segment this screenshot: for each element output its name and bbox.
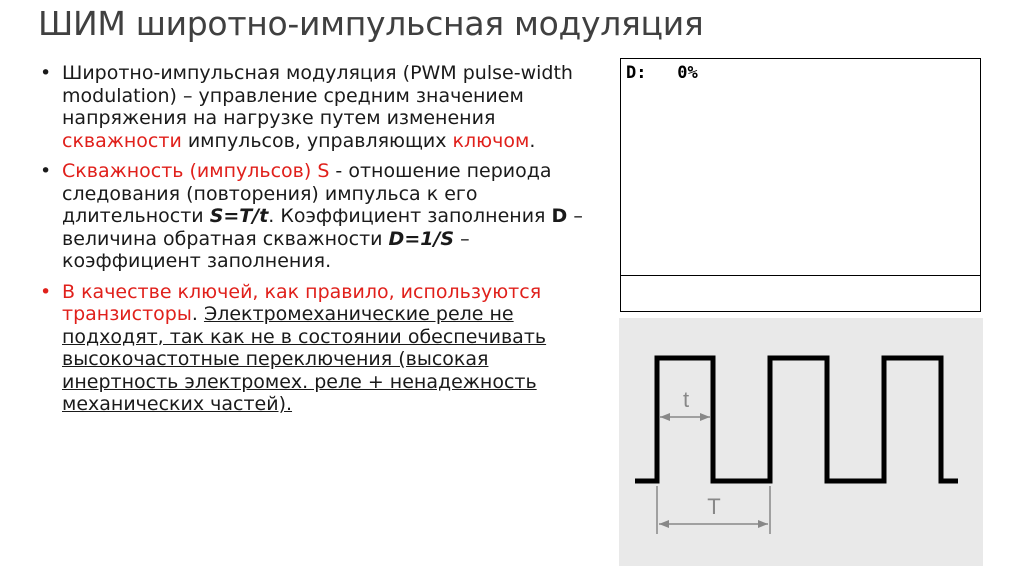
- bullet-text-segment: D=1/S: [388, 227, 455, 250]
- bullet-text-segment: - отношение периода следования (повторен…: [62, 160, 552, 227]
- bullet-item: • Скважность (импульсов) S - отношение пе…: [40, 160, 600, 273]
- period-label: T: [707, 494, 720, 519]
- oscilloscope-screen: D: 0%: [621, 59, 980, 276]
- bullet-text-segment: – величина обратная скважности: [62, 205, 583, 250]
- bullet-text-segment: S=T/t: [209, 205, 269, 227]
- bullet-item: • В качестве ключей, как правило, использ…: [40, 281, 600, 416]
- bullet-text-segment: Электромеханические реле не подходят, та…: [62, 303, 547, 415]
- bullet-dot: •: [40, 62, 52, 84]
- bullet-text-segment: ключом: [452, 129, 530, 152]
- bullet-dot: •: [40, 160, 52, 182]
- pulse-width-label: t: [683, 387, 689, 412]
- bullet-item: • Широтно-импульсная модуляция (PWM pulse…: [40, 62, 600, 152]
- period-arrow-left: [659, 520, 669, 528]
- slide-title: ШИМ широтно-импульсная модуляция: [38, 4, 704, 43]
- bullet-text-segment: . Коэффициент заполнения: [268, 205, 552, 227]
- bullet-text-segment: – коэффициент заполнения.: [62, 227, 470, 273]
- bullet-text-segment: Скважность (импульсов) S: [62, 160, 330, 182]
- bullet-text-segment: Широтно-импульсная модуляция (PWM pulse-…: [62, 62, 573, 129]
- bullet-text-segment: .: [529, 129, 536, 152]
- bullet-text-segment: скважности: [62, 129, 182, 152]
- duty-cycle-label: D:: [626, 63, 647, 83]
- duty-cycle-value: 0%: [677, 63, 698, 83]
- pwm-waveform: [635, 355, 958, 484]
- period-arrow-right: [758, 520, 768, 528]
- pwm-diagram: t T: [619, 318, 983, 566]
- pwm-waveform-svg: t T: [635, 355, 958, 534]
- bullet-text-segment: D: [551, 205, 568, 227]
- pulse-width-arrow-right: [700, 413, 710, 421]
- bullet-text-segment: В качестве ключей, как правило, использу…: [62, 280, 542, 326]
- oscilloscope-panel: D: 0%: [620, 58, 981, 312]
- bullet-text-segment: .: [191, 303, 204, 325]
- pulse-width-arrow-left: [660, 413, 670, 421]
- duty-cycle-readout: D: 0%: [626, 63, 698, 83]
- slide-content: • Широтно-импульсная модуляция (PWM pulse…: [40, 62, 600, 424]
- bullet-text-segment: импульсов, управляющих: [181, 129, 453, 152]
- bullet-dot: •: [40, 280, 52, 303]
